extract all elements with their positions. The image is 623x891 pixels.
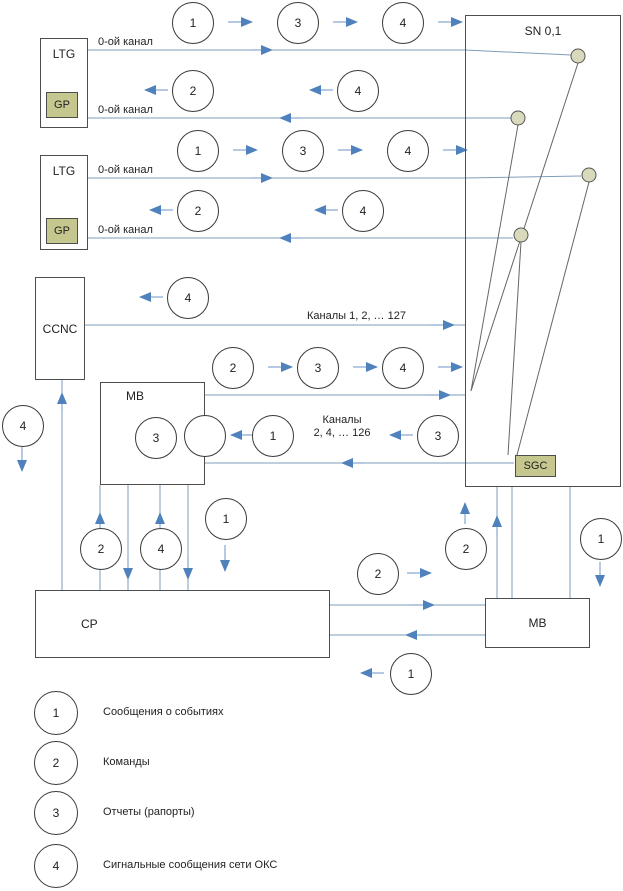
label-channel0-1: 0-ой канал	[98, 36, 153, 48]
block-mb-1-label: MB	[126, 389, 144, 403]
block-cp: CP	[35, 590, 330, 658]
legend-text-2: Команды	[103, 756, 150, 768]
legend-marker-1: 1	[34, 691, 78, 735]
legend-text-3: Отчеты (рапорты)	[103, 806, 195, 818]
label-channel0-4: 0-ой канал	[98, 224, 153, 236]
legend-marker-2: 2	[34, 741, 78, 785]
label-channel0-3: 0-ой канал	[98, 164, 153, 176]
legend-marker-3: 3	[34, 791, 78, 835]
label-channels-127: Каналы 1, 2, … 127	[307, 310, 406, 322]
block-mb-2-label: MB	[528, 616, 547, 630]
legend-text-4: Сигнальные сообщения сети ОКС	[103, 859, 278, 871]
sn-node-circles	[510, 48, 597, 243]
label-channels-126-line2: 2, 4, … 126	[313, 427, 371, 439]
block-sgc: SGC	[515, 455, 556, 477]
block-ccnc-label: CCNC	[42, 321, 78, 336]
block-sn-label: SN 0,1	[524, 24, 562, 38]
sn-internal-links	[470, 62, 590, 456]
block-ltg-2-label: LTG	[52, 164, 76, 178]
legend-marker-4: 4	[34, 844, 78, 888]
block-cp-label: CP	[81, 617, 98, 631]
legend-text-1: Сообщения о событиях	[103, 706, 224, 718]
block-ccnc: CCNC	[35, 277, 85, 380]
block-mb-2: MB	[485, 598, 590, 648]
block-mb-1: MB	[100, 382, 205, 485]
label-channel0-2: 0-ой канал	[98, 104, 153, 116]
block-gp-2: GP	[46, 218, 78, 244]
block-gp-1: GP	[46, 92, 78, 118]
inline-arrowheads	[57, 45, 502, 640]
label-channels-126: Каналы 2, 4, … 126	[297, 414, 387, 440]
block-sn: SN 0,1	[465, 15, 621, 487]
block-ltg-1-label: LTG	[52, 47, 76, 61]
label-channels-126-line1: Каналы	[322, 414, 362, 426]
